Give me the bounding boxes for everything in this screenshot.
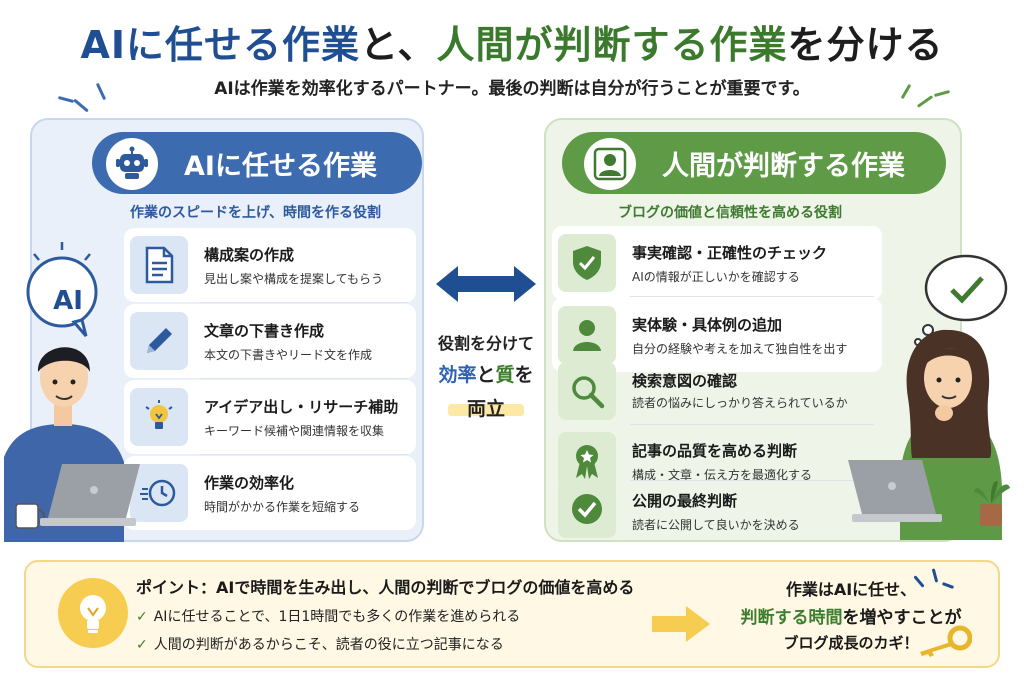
task-title: 構成案の作成: [204, 246, 295, 264]
check-icon: ✓: [136, 609, 148, 625]
middle-line2: 効率と質を: [418, 360, 554, 387]
ai-task-card: 構成案の作成 見出し案や構成を提案してもらう: [124, 228, 416, 302]
divider: [630, 480, 874, 481]
task-title: 文章の下書き作成: [204, 322, 325, 340]
laptop-illustration: [848, 460, 942, 522]
quality-word: 質: [495, 364, 515, 386]
task-description: キーワード候補や関連情報を収集: [204, 424, 385, 438]
double-arrow-icon: [436, 266, 536, 302]
human-panel-subheading: ブログの価値と信頼性を高める役割: [618, 205, 842, 221]
ai-task-card: アイデア出し・リサーチ補助 キーワード候補や関連情報を収集: [124, 380, 416, 454]
task-title: 公開の最終判断: [632, 492, 738, 510]
divider: [200, 454, 408, 455]
key-icon: [920, 625, 972, 657]
robot-icon: [106, 138, 158, 190]
potted-plant: [974, 481, 1010, 526]
spark-decoration: [73, 98, 89, 113]
task-title: 事実確認・正確性のチェック: [632, 244, 828, 262]
conclusion-line3: ブログ成長のカギ！: [783, 634, 919, 652]
check-text: AIに任せることで、1日1時間でも多くの作業を進められる: [153, 609, 521, 625]
efficiency-word: 効率: [438, 364, 477, 386]
middle-connector: と: [476, 364, 496, 386]
check-item: ✓ AIに任せることで、1日1時間でも多くの作業を進められる: [136, 606, 520, 626]
check-circle-icon: [558, 480, 616, 538]
point-title: ポイント：AIで時間を生み出し、人間の判断でブログの価値を高める: [136, 578, 635, 597]
person-icon: [584, 138, 636, 190]
clock-icon: [130, 464, 188, 522]
task-title: アイデア出し・リサーチ補助: [204, 398, 399, 416]
task-description: 自分の経験や考えを加えて独自性を出す: [632, 342, 848, 356]
title-ai-part: AIに任せる作業: [80, 23, 361, 67]
title-suffix: を分ける: [787, 23, 944, 67]
divider: [630, 296, 874, 297]
human-task-card: 検索意図の確認 読者の悩みにしっかり答えられているか: [552, 350, 882, 424]
lightbulb-icon: [58, 578, 128, 648]
check-icon: ✓: [136, 637, 148, 653]
human-task-card: 公開の最終判断 読者に公開して良いかを決める: [552, 476, 882, 550]
task-title: 作業の効率化: [204, 474, 295, 492]
person-icon: [558, 306, 616, 364]
task-description: 本文の下書きやリード文を作成: [204, 348, 373, 362]
task-description: 読者に公開して良いかを決める: [632, 518, 800, 532]
task-description: 見出し案や構成を提案してもらう: [204, 272, 384, 286]
coffee-mug: [15, 503, 45, 529]
task-description: 構成・文章・伝え方を最適化する: [632, 468, 813, 482]
title-connector: と、: [360, 23, 437, 67]
conclusion-line1: 作業はAIに任せ、: [785, 580, 917, 599]
human-task-card: 実体験・具体例の追加 自分の経験や考えを加えて独自性を出す: [552, 298, 882, 372]
laptop-illustration: [40, 464, 140, 526]
check-item: ✓ 人間の判断があるからこそ、読者の役に立つ記事になる: [136, 634, 504, 654]
ai-task-card: 作業の効率化 時間がかかる作業を短縮する: [124, 456, 416, 530]
title-human-part: 人間が判断する作業: [436, 23, 788, 67]
conclusion-line2: 判断する時間を増やすことが: [726, 603, 976, 628]
task-title: 検索意図の確認: [632, 372, 738, 390]
ai-panel-subheading: 作業のスピードを上げ、時間を作る役割: [130, 205, 382, 221]
task-description: AIの情報が正しいかを確認する: [632, 270, 800, 284]
divider: [200, 378, 408, 379]
ai-bubble-label: AI: [53, 286, 83, 316]
divider: [630, 424, 874, 425]
page-title: AIに任せる作業と、人間が判断する作業を分ける: [0, 14, 1024, 69]
ai-speech-bubble: [26, 242, 98, 337]
conclusion-line2-rest: を増やすことが: [842, 608, 962, 628]
woman-thinking-illustration: [900, 254, 1010, 540]
lightbulb-icon: [130, 388, 188, 446]
key-point-box: [24, 560, 1000, 668]
shield-check-icon: [558, 234, 616, 292]
middle-particle: を: [514, 364, 534, 386]
document-icon: [130, 236, 188, 294]
page-subtitle: AIは作業を効率化するパートナー。最後の判断は自分が行うことが重要です。: [214, 79, 810, 99]
right-arrow-icon: [652, 606, 710, 642]
task-description: 読者の悩みにしっかり答えられているか: [632, 396, 848, 410]
task-title: 実体験・具体例の追加: [632, 316, 783, 334]
human-task-card: 事実確認・正確性のチェック AIの情報が正しいかを確認する: [552, 226, 882, 300]
ai-panel-header: AIに任せる作業: [92, 132, 422, 194]
middle-line1: 役割を分けて: [437, 334, 534, 353]
human-panel-title: 人間が判断する作業: [662, 150, 905, 182]
middle-line3: 両立: [466, 398, 505, 420]
check-text: 人間の判断があるからこそ、読者の役に立つ記事になる: [153, 637, 504, 653]
task-title: 記事の品質を高める判断: [632, 442, 798, 460]
magnifier-icon: [558, 362, 616, 420]
check-thought-bubble: [914, 254, 1008, 346]
ai-task-card: 文章の下書き作成 本文の下書きやリード文を作成: [124, 304, 416, 378]
divider: [200, 302, 408, 303]
pencil-icon: [130, 312, 188, 370]
task-description: 時間がかかる作業を短縮する: [204, 500, 361, 514]
conclusion-highlight: 判断する時間: [740, 608, 843, 628]
highlight-marker: [448, 404, 524, 416]
ai-panel-title: AIに任せる作業: [184, 150, 377, 182]
human-panel-header: 人間が判断する作業: [562, 132, 946, 194]
